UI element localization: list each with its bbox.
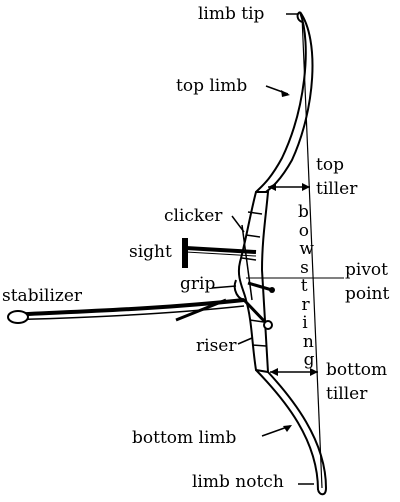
bowstring-letter: o bbox=[298, 220, 309, 241]
label-bottom-tiller-2: tiller bbox=[326, 384, 368, 404]
bowstring-letter: t bbox=[300, 276, 308, 296]
label-sight: sight bbox=[129, 242, 172, 262]
top-limb-inner bbox=[255, 11, 307, 193]
bowstring-letter: g bbox=[303, 350, 315, 370]
grip-leader bbox=[211, 285, 237, 289]
label-bottom-limb: bottom limb bbox=[132, 428, 237, 448]
stabilizer-weight bbox=[7, 310, 29, 324]
bowstring-letter: n bbox=[302, 331, 314, 352]
bowstring-letter: b bbox=[298, 202, 309, 222]
label-grip: grip bbox=[180, 274, 216, 294]
label-bottom-tiller-1: bottom bbox=[326, 360, 388, 380]
label-top-tiller-2: tiller bbox=[316, 179, 358, 199]
label-limb-tip: limb tip bbox=[198, 4, 265, 24]
sight-bar bbox=[185, 246, 257, 254]
stabilizer-rod bbox=[9, 298, 245, 317]
bowstring bbox=[301, 15, 323, 489]
label-riser: riser bbox=[196, 336, 237, 356]
label-top-tiller-1: top bbox=[316, 155, 344, 175]
clicker-leader bbox=[231, 215, 245, 233]
bowstring-letter: w bbox=[299, 239, 314, 259]
bowstring-letter: i bbox=[302, 313, 308, 333]
bowstring-letter: s bbox=[300, 257, 309, 278]
bottom-limb-inner bbox=[267, 371, 327, 489]
label-point: point bbox=[345, 284, 390, 304]
bowstring-letter: r bbox=[301, 294, 310, 315]
sight-pin bbox=[182, 238, 188, 268]
v-bar-rod-lower bbox=[175, 298, 227, 322]
label-clicker: clicker bbox=[164, 206, 223, 226]
label-stabilizer: stabilizer bbox=[2, 286, 83, 306]
clicker-bar bbox=[241, 224, 253, 301]
label-pivot: pivot bbox=[345, 260, 388, 280]
riser-outline bbox=[237, 191, 270, 374]
label-top-limb: top limb bbox=[176, 76, 248, 96]
bottom-limb bbox=[255, 369, 319, 491]
grip-shape bbox=[233, 279, 247, 301]
v-bar-rod bbox=[242, 298, 270, 327]
label-limb-notch: limb notch bbox=[192, 472, 284, 492]
riser-leader bbox=[237, 337, 253, 345]
